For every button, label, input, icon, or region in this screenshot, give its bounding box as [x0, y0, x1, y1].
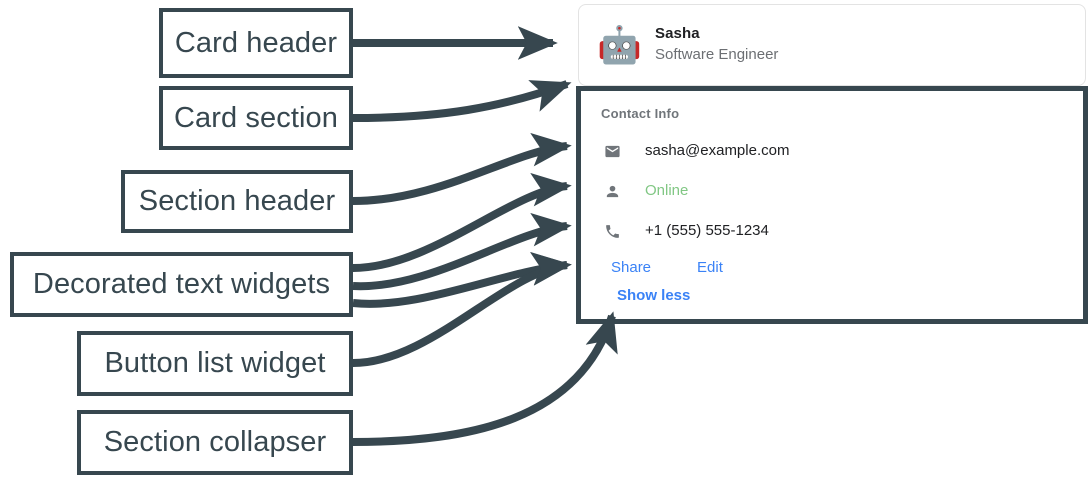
decorated-text-row-email[interactable]: sasha@example.com	[601, 140, 789, 162]
decorated-text-row-phone[interactable]: +1 (555) 555-1234	[601, 220, 769, 242]
card-header-subtitle: Software Engineer	[655, 46, 779, 63]
annotation-label-button-list-widget: Button list widget	[104, 347, 326, 379]
annotation-box-decorated-text-widgets: Decorated text widgets	[10, 252, 353, 317]
card-header-text: Sasha Software Engineer	[655, 24, 778, 66]
annotation-label-section-collapser: Section collapser	[103, 426, 327, 458]
annotation-box-section-collapser: Section collapser	[77, 410, 353, 475]
edit-button[interactable]: Edit	[697, 259, 723, 276]
annotation-label-decorated-text-widgets: Decorated text widgets	[32, 268, 331, 300]
phone-icon	[601, 220, 623, 242]
annotation-box-card-section: Card section	[159, 86, 353, 150]
annotation-box-card-header: Card header	[159, 8, 353, 78]
annotation-label-card-section: Card section	[174, 101, 338, 134]
phone-value: +1 (555) 555-1234	[645, 222, 769, 239]
arrow-section-collapser	[352, 311, 618, 446]
arrow-card-section	[352, 80, 572, 122]
annotation-label-card-header: Card header	[174, 26, 338, 59]
card-header-title: Sasha	[655, 25, 700, 42]
robot-avatar-icon: 🤖	[597, 24, 642, 65]
arrow-section-header	[352, 133, 572, 205]
share-button[interactable]: Share	[611, 259, 652, 276]
annotation-box-button-list-widget: Button list widget	[77, 331, 353, 396]
arrow-decorated-1	[352, 173, 572, 272]
button-list-widget: Share Edit	[611, 258, 723, 278]
email-icon	[601, 140, 623, 162]
arrow-decorated-2	[352, 213, 572, 291]
arrow-button-list	[352, 252, 572, 367]
arrow-decorated-3	[352, 251, 572, 308]
annotation-box-section-header: Section header	[121, 170, 353, 233]
section-collapser-button[interactable]: Show less	[617, 287, 691, 304]
card-section: Contact Info sasha@example.com Online	[576, 86, 1088, 324]
email-value: sasha@example.com	[645, 142, 790, 159]
person-icon	[601, 180, 623, 202]
annotation-label-section-header: Section header	[138, 185, 336, 217]
decorated-text-row-status[interactable]: Online	[601, 180, 688, 202]
status-value: Online	[645, 182, 689, 199]
section-header: Contact Info	[601, 106, 680, 121]
card-header[interactable]: 🤖 Sasha Software Engineer	[578, 4, 1086, 86]
card-section-inner: Contact Info sasha@example.com Online	[581, 91, 1083, 319]
